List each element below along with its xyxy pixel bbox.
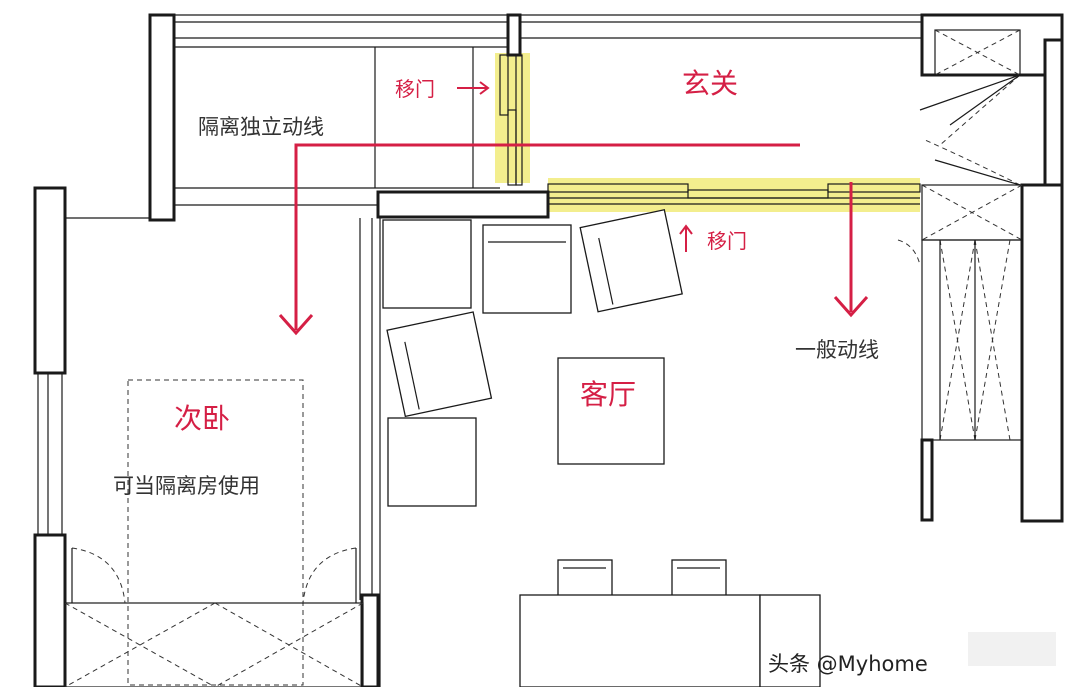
partition-wall	[376, 190, 550, 219]
label-general-path: 一般动线	[795, 338, 879, 362]
label-second-bedroom: 次卧	[174, 402, 230, 435]
top-wall	[148, 13, 1062, 222]
armchair	[387, 417, 477, 507]
label-sliding-door-mid: 移门	[707, 229, 747, 253]
label-entry-hall: 玄关	[682, 67, 738, 100]
isolation-corridor	[174, 47, 500, 206]
entry-swing-door	[919, 74, 1021, 186]
label-isolation-path: 隔离独立动线	[198, 115, 324, 139]
bedroom-wardrobe	[64, 547, 364, 687]
label-sliding-door-top: 移门	[395, 77, 435, 101]
armchair	[386, 311, 493, 418]
sliding-door-horizontal	[547, 183, 921, 205]
coffee-table	[557, 357, 665, 465]
label-living-room: 客厅	[580, 378, 636, 411]
label-bedroom-note: 可当隔离房使用	[113, 474, 260, 498]
armchair	[579, 208, 683, 313]
bedroom-walls	[33, 186, 381, 687]
entry-wardrobe	[897, 183, 1064, 523]
general-route-arrow	[833, 182, 869, 318]
sliding-door-highlight-vertical	[495, 53, 530, 183]
living-room-furniture	[382, 208, 821, 687]
armchair	[382, 219, 472, 309]
watermark: 头条 @Myhome	[768, 652, 928, 676]
sliding-door-pointer-up	[679, 224, 693, 252]
sideboard	[759, 594, 821, 687]
watermark-logo	[968, 632, 1056, 666]
bed-outline	[127, 379, 304, 686]
dining-table	[519, 594, 761, 687]
armchair	[482, 224, 572, 314]
sliding-door-highlight-horizontal	[548, 178, 920, 212]
sliding-door-pointer-right	[457, 81, 490, 95]
isolation-route-arrow	[278, 143, 800, 336]
sliding-door-vertical	[499, 54, 523, 186]
